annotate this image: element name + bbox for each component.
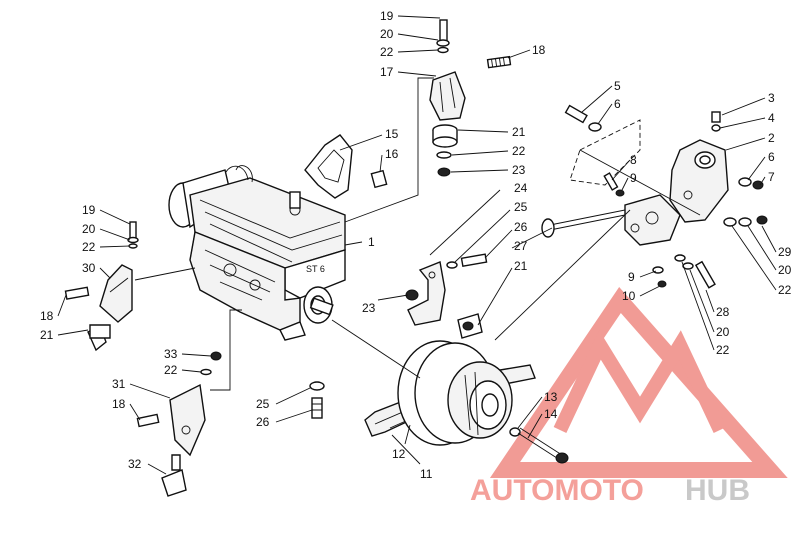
callout-30: 30: [82, 261, 96, 275]
callout-labels: 19 20 22 17 18 21 22 23 15 16 1 24 25 26…: [40, 9, 792, 481]
callout-7: 7: [768, 170, 775, 184]
callout-27: 27: [514, 239, 528, 253]
callout-22: 22: [716, 343, 730, 357]
watermark-text-hub: HUB: [685, 474, 750, 507]
callout-24: 24: [514, 181, 528, 195]
callout-20: 20: [778, 263, 792, 277]
callout-15: 15: [385, 127, 399, 141]
callout-22: 22: [512, 144, 526, 158]
callout-10: 10: [622, 289, 636, 303]
callout-28: 28: [716, 305, 730, 319]
lower-left-mount-group: [136, 351, 222, 497]
callout-4: 4: [768, 111, 775, 125]
bolt-26-group: [309, 381, 325, 419]
watermark-m-shape: [553, 330, 727, 433]
callout-14: 14: [544, 407, 558, 421]
watermark-text: AUTOMOTO HUB: [470, 474, 750, 507]
callout-19: 19: [82, 203, 96, 217]
callout-22: 22: [778, 283, 792, 297]
callout-21: 21: [40, 328, 54, 342]
callout-20: 20: [82, 222, 96, 236]
callout-9: 9: [628, 270, 635, 284]
callout-12: 12: [392, 447, 406, 461]
callout-3: 3: [768, 91, 775, 105]
callout-21: 21: [512, 125, 526, 139]
callout-20: 20: [380, 27, 394, 41]
callout-19: 19: [380, 9, 394, 23]
engine-plate-text: ST 6: [306, 264, 325, 274]
callout-18: 18: [40, 309, 54, 323]
middle-bracket-group: [405, 209, 626, 339]
callout-2: 2: [768, 131, 775, 145]
callout-26: 26: [256, 415, 270, 429]
callout-8: 8: [630, 153, 637, 167]
callout-21: 21: [514, 259, 528, 273]
callout-18: 18: [532, 43, 546, 57]
callout-20: 20: [716, 325, 730, 339]
right-bracket-group: [564, 104, 768, 289]
callout-22: 22: [380, 45, 394, 59]
leader-lines: [57, 15, 777, 475]
mount-plate-15: [304, 134, 388, 199]
engine-assembly: ST 6: [168, 165, 346, 341]
left-mount-group: [64, 221, 139, 352]
callout-18: 18: [112, 397, 126, 411]
callout-9: 9: [630, 171, 637, 185]
callout-6: 6: [768, 150, 775, 164]
callout-17: 17: [380, 65, 394, 79]
callout-23: 23: [362, 301, 376, 315]
callout-22: 22: [82, 240, 96, 254]
callout-32: 32: [128, 457, 142, 471]
watermark-text-main: AUTOMOTO: [470, 474, 644, 507]
clutch-assembly: [364, 340, 569, 464]
callout-23: 23: [512, 163, 526, 177]
callout-16: 16: [385, 147, 399, 161]
callout-31: 31: [112, 377, 126, 391]
watermark-triangle: [489, 286, 788, 478]
watermark-logo: [489, 286, 788, 478]
callout-5: 5: [614, 79, 621, 93]
upper-mount-group: [429, 19, 512, 177]
callout-1: 1: [368, 235, 375, 249]
callout-33: 33: [164, 347, 178, 361]
callout-25: 25: [514, 200, 528, 214]
bolt-19a: [439, 19, 448, 43]
callout-29: 29: [778, 245, 792, 259]
callout-22: 22: [164, 363, 178, 377]
callout-6: 6: [614, 97, 621, 111]
callout-13: 13: [544, 390, 558, 404]
callout-26: 26: [514, 220, 528, 234]
callout-11: 11: [420, 467, 433, 481]
callout-25: 25: [256, 397, 270, 411]
